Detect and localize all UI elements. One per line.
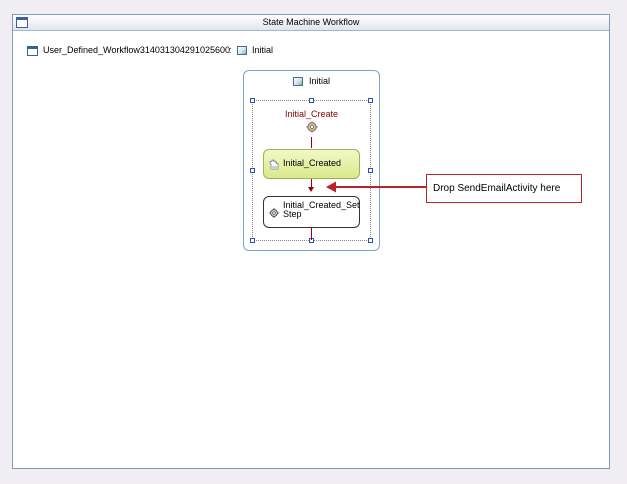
designer-title: State Machine Workflow [262, 17, 360, 27]
resize-handle-nw[interactable] [250, 98, 255, 103]
event-driven-activity[interactable]: Initial_Create Initial_Created [250, 98, 373, 243]
resize-handle-sw[interactable] [250, 238, 255, 243]
activity-label: Initial_Created [283, 158, 342, 168]
state-title: Initial [309, 76, 331, 86]
workflow-name[interactable]: User_Defined_Workflow314031304291025600 [43, 45, 230, 55]
activity-label-line2: Step [283, 209, 302, 219]
connector-line [311, 137, 312, 148]
drop-hint-callout: Drop SendEmailActivity here [426, 174, 582, 203]
connector-line [311, 228, 312, 240]
initial-state-icon [237, 46, 247, 55]
state-initial[interactable]: Initial Initial_Create Ini [243, 70, 380, 251]
connector-line [311, 179, 312, 188]
resize-handle-n[interactable] [309, 98, 314, 103]
initial-state-link[interactable]: Initial [252, 45, 274, 55]
resize-handle-w[interactable] [250, 168, 255, 173]
activity-initial-created[interactable]: Initial_Created [263, 149, 360, 179]
resize-handle-e[interactable] [368, 168, 373, 173]
resize-handle-se[interactable] [368, 238, 373, 243]
state-icon [293, 77, 303, 86]
workflow-designer[interactable]: State Machine Workflow User_Defined_Work… [12, 14, 610, 469]
gear-icon [269, 208, 279, 218]
designer-titlebar: State Machine Workflow [13, 15, 609, 31]
event-name[interactable]: Initial_Create [284, 109, 339, 119]
hand-icon [269, 159, 279, 170]
activity-label-line1: Initial_Created_Set [283, 200, 360, 210]
window-icon [16, 17, 28, 28]
connector-arrowhead [308, 187, 314, 192]
event-gear-icon [306, 121, 318, 133]
callout-arrow [326, 181, 426, 193]
resize-handle-ne[interactable] [368, 98, 373, 103]
workflow-icon [27, 46, 38, 56]
workflow-separator: : [229, 45, 232, 55]
